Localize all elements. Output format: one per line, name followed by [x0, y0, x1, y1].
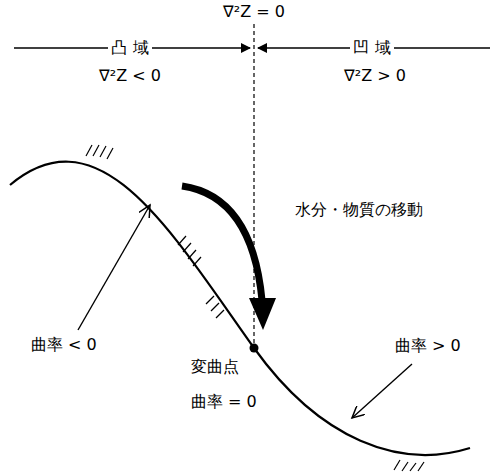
- equation-label: ∇²Z = 0: [220, 2, 288, 22]
- curvature-label: 曲率 > 0: [392, 336, 464, 356]
- curvature-label: 曲率 < 0: [28, 335, 100, 355]
- movement-arrowhead: [249, 298, 276, 330]
- region-label: 凸 域: [108, 38, 151, 58]
- point-label: 変曲点: [188, 357, 242, 377]
- slope-profile: [10, 162, 470, 455]
- movement-arrow: [182, 186, 262, 300]
- inflection-point: [250, 344, 259, 353]
- ground-hatch: [86, 145, 424, 471]
- process-label: 水分・物質の移動: [292, 200, 426, 220]
- equation-label: ∇²Z > 0: [341, 66, 409, 86]
- curvature-label: 曲率 = 0: [188, 392, 260, 412]
- leader-arrow: [352, 364, 412, 418]
- equation-label: ∇²Z < 0: [96, 66, 164, 86]
- leader-arrow: [78, 205, 150, 330]
- region-label: 凹 域: [350, 38, 393, 58]
